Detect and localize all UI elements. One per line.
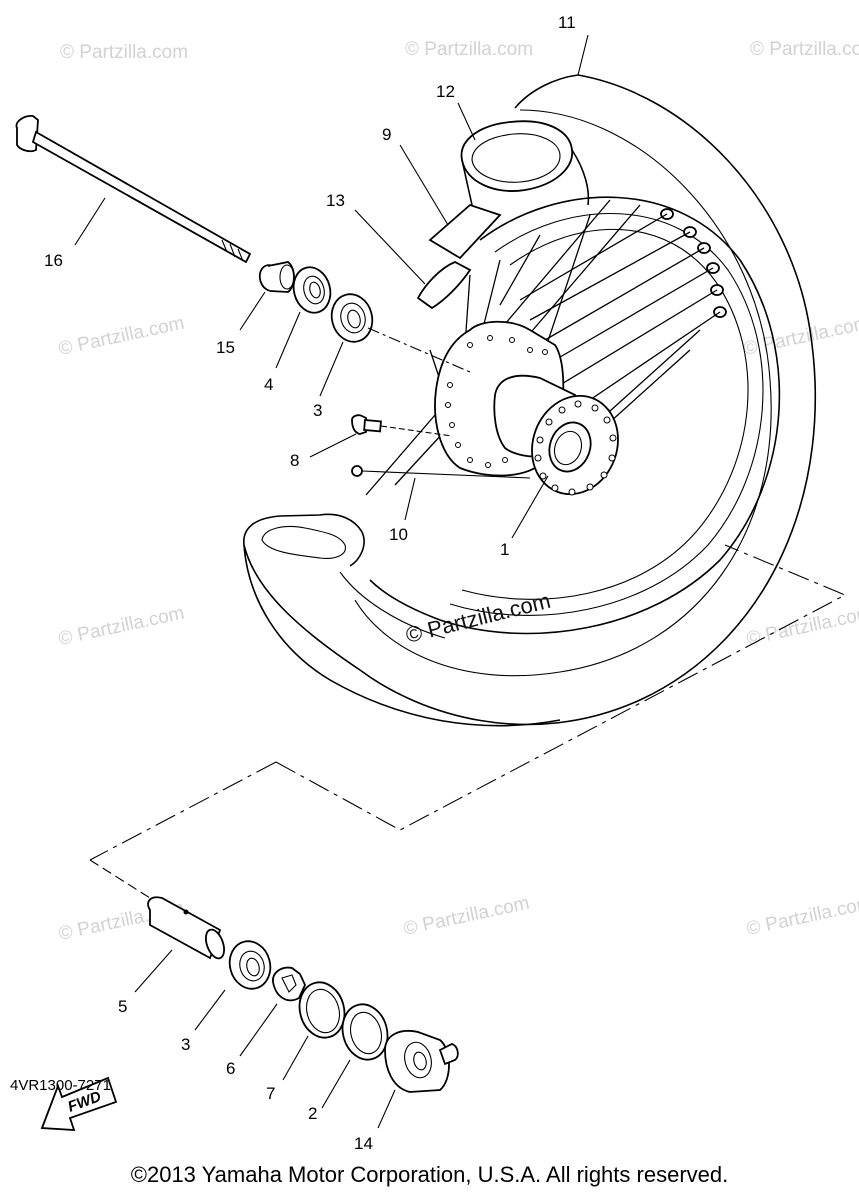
- nut-10: [351, 465, 531, 479]
- callout-6: 6: [226, 1059, 235, 1078]
- rim-band: [428, 203, 502, 260]
- callout-13: 13: [326, 191, 345, 210]
- watermark: © Partzilla.com: [405, 39, 533, 60]
- callout-3-upper: 3: [313, 401, 322, 420]
- tire: [243, 74, 817, 727]
- callout-16: 16: [44, 251, 63, 270]
- watermark: © Partzilla.com: [750, 39, 859, 60]
- bearing-3-upper: [330, 293, 374, 343]
- bearing-3-lower: [228, 940, 272, 990]
- callout-15: 15: [216, 338, 235, 357]
- watermark: © Partzilla.com: [57, 313, 187, 360]
- circlip-7: [298, 981, 346, 1039]
- watermark: © Partzilla.com: [742, 313, 859, 360]
- bearing-4: [292, 266, 332, 314]
- rim-band-13: [416, 261, 472, 310]
- watermark: © Partzilla.com: [57, 603, 187, 650]
- callout-3-lower: 3: [181, 1035, 190, 1054]
- spacer-5: [147, 896, 226, 960]
- callout-2: 2: [308, 1104, 317, 1123]
- callout-4: 4: [264, 375, 273, 394]
- watermark: © Partzilla.com: [402, 893, 532, 940]
- bolt-8: [351, 414, 453, 437]
- wheel-hub: [434, 320, 619, 496]
- callout-8: 8: [290, 451, 299, 470]
- callout-12: 12: [436, 82, 455, 101]
- watermark: © Partzilla.com: [60, 42, 188, 63]
- callout-9: 9: [382, 125, 391, 144]
- callout-11: 11: [558, 13, 576, 32]
- watermark: © Partzilla.com: [745, 893, 859, 940]
- callout-5: 5: [118, 997, 127, 1016]
- oil-seal-2: [341, 1003, 389, 1061]
- callout-7: 7: [266, 1084, 275, 1103]
- leader-lines: [74, 34, 589, 1129]
- callout-1: 1: [500, 540, 509, 559]
- clutch-meter-6: [272, 966, 306, 1002]
- meter-gear-unit-14: [384, 1030, 459, 1093]
- diagram-code: 4VR1300-7271: [10, 1077, 111, 1094]
- center-watermark: © Partzilla.com: [403, 588, 553, 648]
- front-axle: [15, 115, 252, 264]
- fwd-arrow-icon: FWD: [40, 1076, 118, 1131]
- collar-15: [258, 261, 295, 293]
- copyright-notice: ©2013 Yamaha Motor Corporation, U.S.A. A…: [130, 1162, 729, 1187]
- callout-labels: 11 12 9 13 16 15 4 3 8 10 1 5 3 6 7 2 14: [44, 13, 576, 1153]
- callout-14: 14: [354, 1134, 373, 1153]
- callout-10: 10: [389, 525, 408, 544]
- watermark: © Partzilla.com: [745, 603, 859, 650]
